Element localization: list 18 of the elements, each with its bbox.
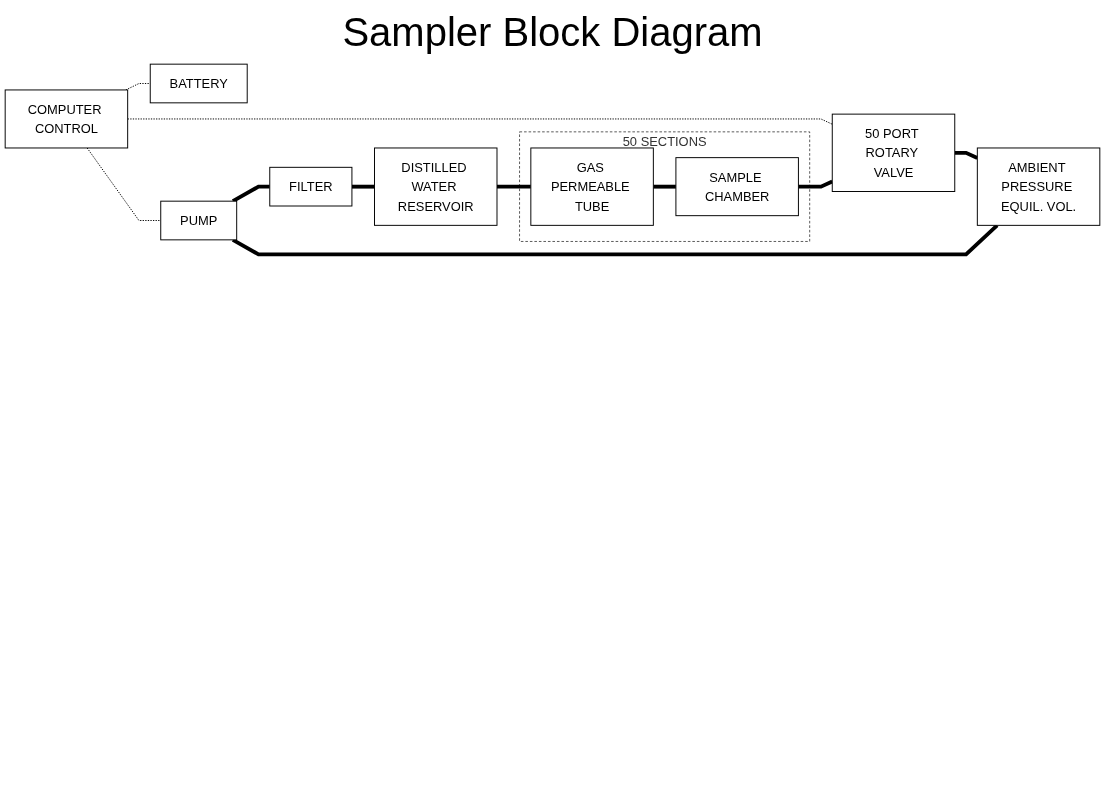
connector bbox=[497, 184, 531, 189]
connector bbox=[127, 118, 833, 125]
node-box: FILTER bbox=[269, 166, 353, 207]
node-box: PUMP bbox=[160, 200, 238, 241]
connector bbox=[351, 184, 375, 189]
node-box: BATTERY bbox=[149, 63, 248, 104]
node-box: DISTILLED WATER RESERVOIR bbox=[374, 147, 498, 226]
node-box: GAS PERMEABLE TUBE bbox=[530, 147, 654, 226]
connector bbox=[954, 150, 979, 160]
node-box: SAMPLE CHAMBER bbox=[675, 157, 799, 217]
connector bbox=[798, 179, 834, 189]
connector bbox=[231, 184, 270, 203]
node-box: AMBIENT PRESSURE EQUIL. VOL. bbox=[976, 147, 1101, 226]
node-box: 50 PORT ROTARY VALVE bbox=[831, 113, 956, 192]
connector bbox=[653, 184, 676, 189]
connector bbox=[86, 147, 162, 221]
diagram-title: Sampler Block Diagram bbox=[341, 10, 764, 55]
node-box: COMPUTER CONTROL bbox=[4, 89, 129, 149]
